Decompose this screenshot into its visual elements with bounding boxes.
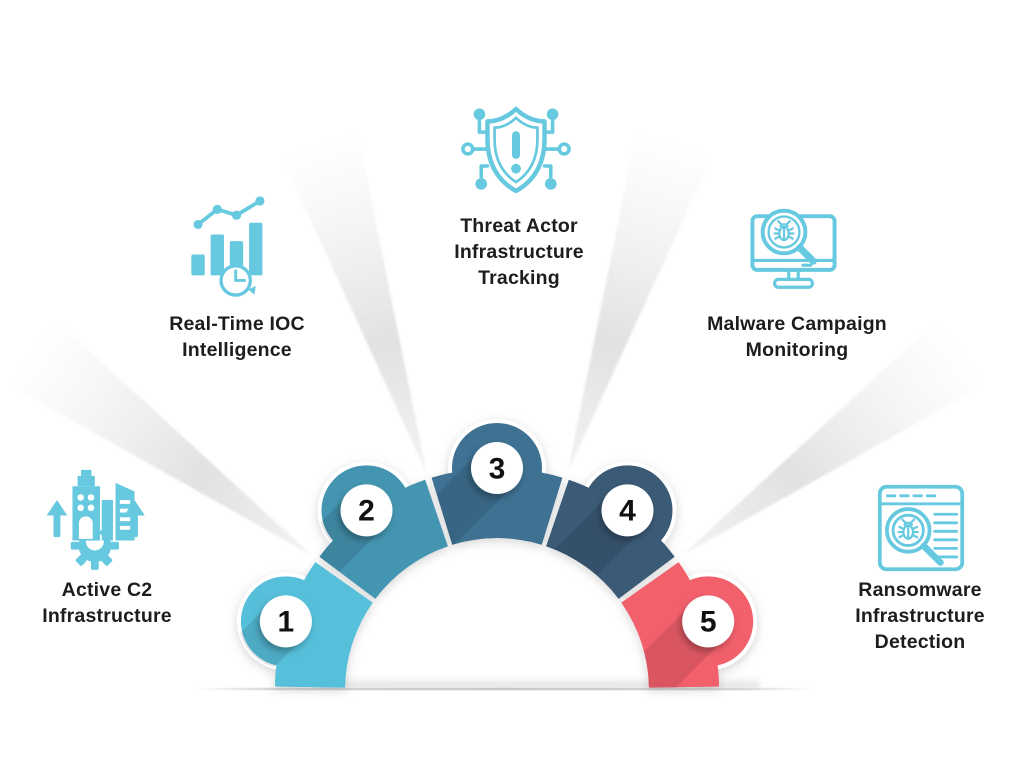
circuit-traces-right bbox=[542, 108, 571, 190]
arc-segment-3-cover bbox=[431, 467, 563, 545]
label-ransomware-infrastructure-detection: Ransomware Infrastructure Detection bbox=[855, 579, 985, 653]
exclamation-mark bbox=[511, 131, 521, 174]
arc-segment-5-cover bbox=[621, 562, 719, 688]
arc-segment-1-cover bbox=[275, 562, 373, 688]
label-active-c2-infrastructure: Active C2 Infrastructure bbox=[42, 579, 172, 627]
ray-beam-upper-left bbox=[281, 130, 427, 474]
badge-numbers: 1 2 3 4 5 bbox=[259, 442, 735, 648]
up-arrow-right-icon bbox=[124, 500, 145, 538]
building-middle-bar bbox=[101, 500, 113, 541]
clock-icon bbox=[219, 264, 256, 297]
bar-chart-icon bbox=[191, 222, 263, 276]
text-lines bbox=[933, 512, 958, 559]
number-circle-5 bbox=[682, 595, 735, 648]
ground-line bbox=[193, 687, 815, 691]
badge-number-4: 4 bbox=[619, 495, 636, 528]
ray-beams bbox=[8, 130, 986, 556]
number-circle-4 bbox=[601, 484, 654, 537]
bar-chart-trend-clock-icon bbox=[191, 196, 265, 297]
badge-number-5: 5 bbox=[700, 606, 717, 639]
monitor-bug-magnifier-icon bbox=[750, 208, 837, 289]
up-arrow-left-icon bbox=[46, 500, 68, 538]
badge-number-1: 1 bbox=[278, 606, 295, 639]
shield-alert-circuit-icon bbox=[461, 106, 571, 194]
label-malware-campaign-monitoring: Malware Campaign Monitoring bbox=[707, 313, 887, 361]
browser-window-icon bbox=[877, 484, 965, 572]
buildings-growth-gear-icon bbox=[46, 469, 145, 570]
arc-segment-4-cover bbox=[546, 479, 675, 599]
number-circle-3 bbox=[471, 442, 523, 494]
building-left bbox=[72, 469, 101, 541]
badge-number-3: 3 bbox=[489, 453, 506, 486]
ray-beam-upper-right bbox=[567, 130, 713, 474]
building-right bbox=[115, 482, 135, 541]
browser-bug-magnifier-icon bbox=[877, 484, 965, 572]
arc-segment-2-cover bbox=[319, 479, 448, 599]
label-threat-actor-tracking: Threat Actor Infrastructure Tracking bbox=[454, 215, 584, 289]
ray-beam-left bbox=[8, 319, 313, 556]
ray-beam-right bbox=[681, 319, 986, 556]
number-circle-1 bbox=[259, 595, 312, 648]
circuit-traces-left bbox=[461, 108, 490, 190]
trend-line-icon bbox=[196, 199, 262, 227]
number-circle-2 bbox=[340, 484, 393, 537]
badge-number-2: 2 bbox=[358, 495, 375, 528]
label-realtime-ioc-intelligence: Real-Time IOC Intelligence bbox=[169, 313, 305, 361]
